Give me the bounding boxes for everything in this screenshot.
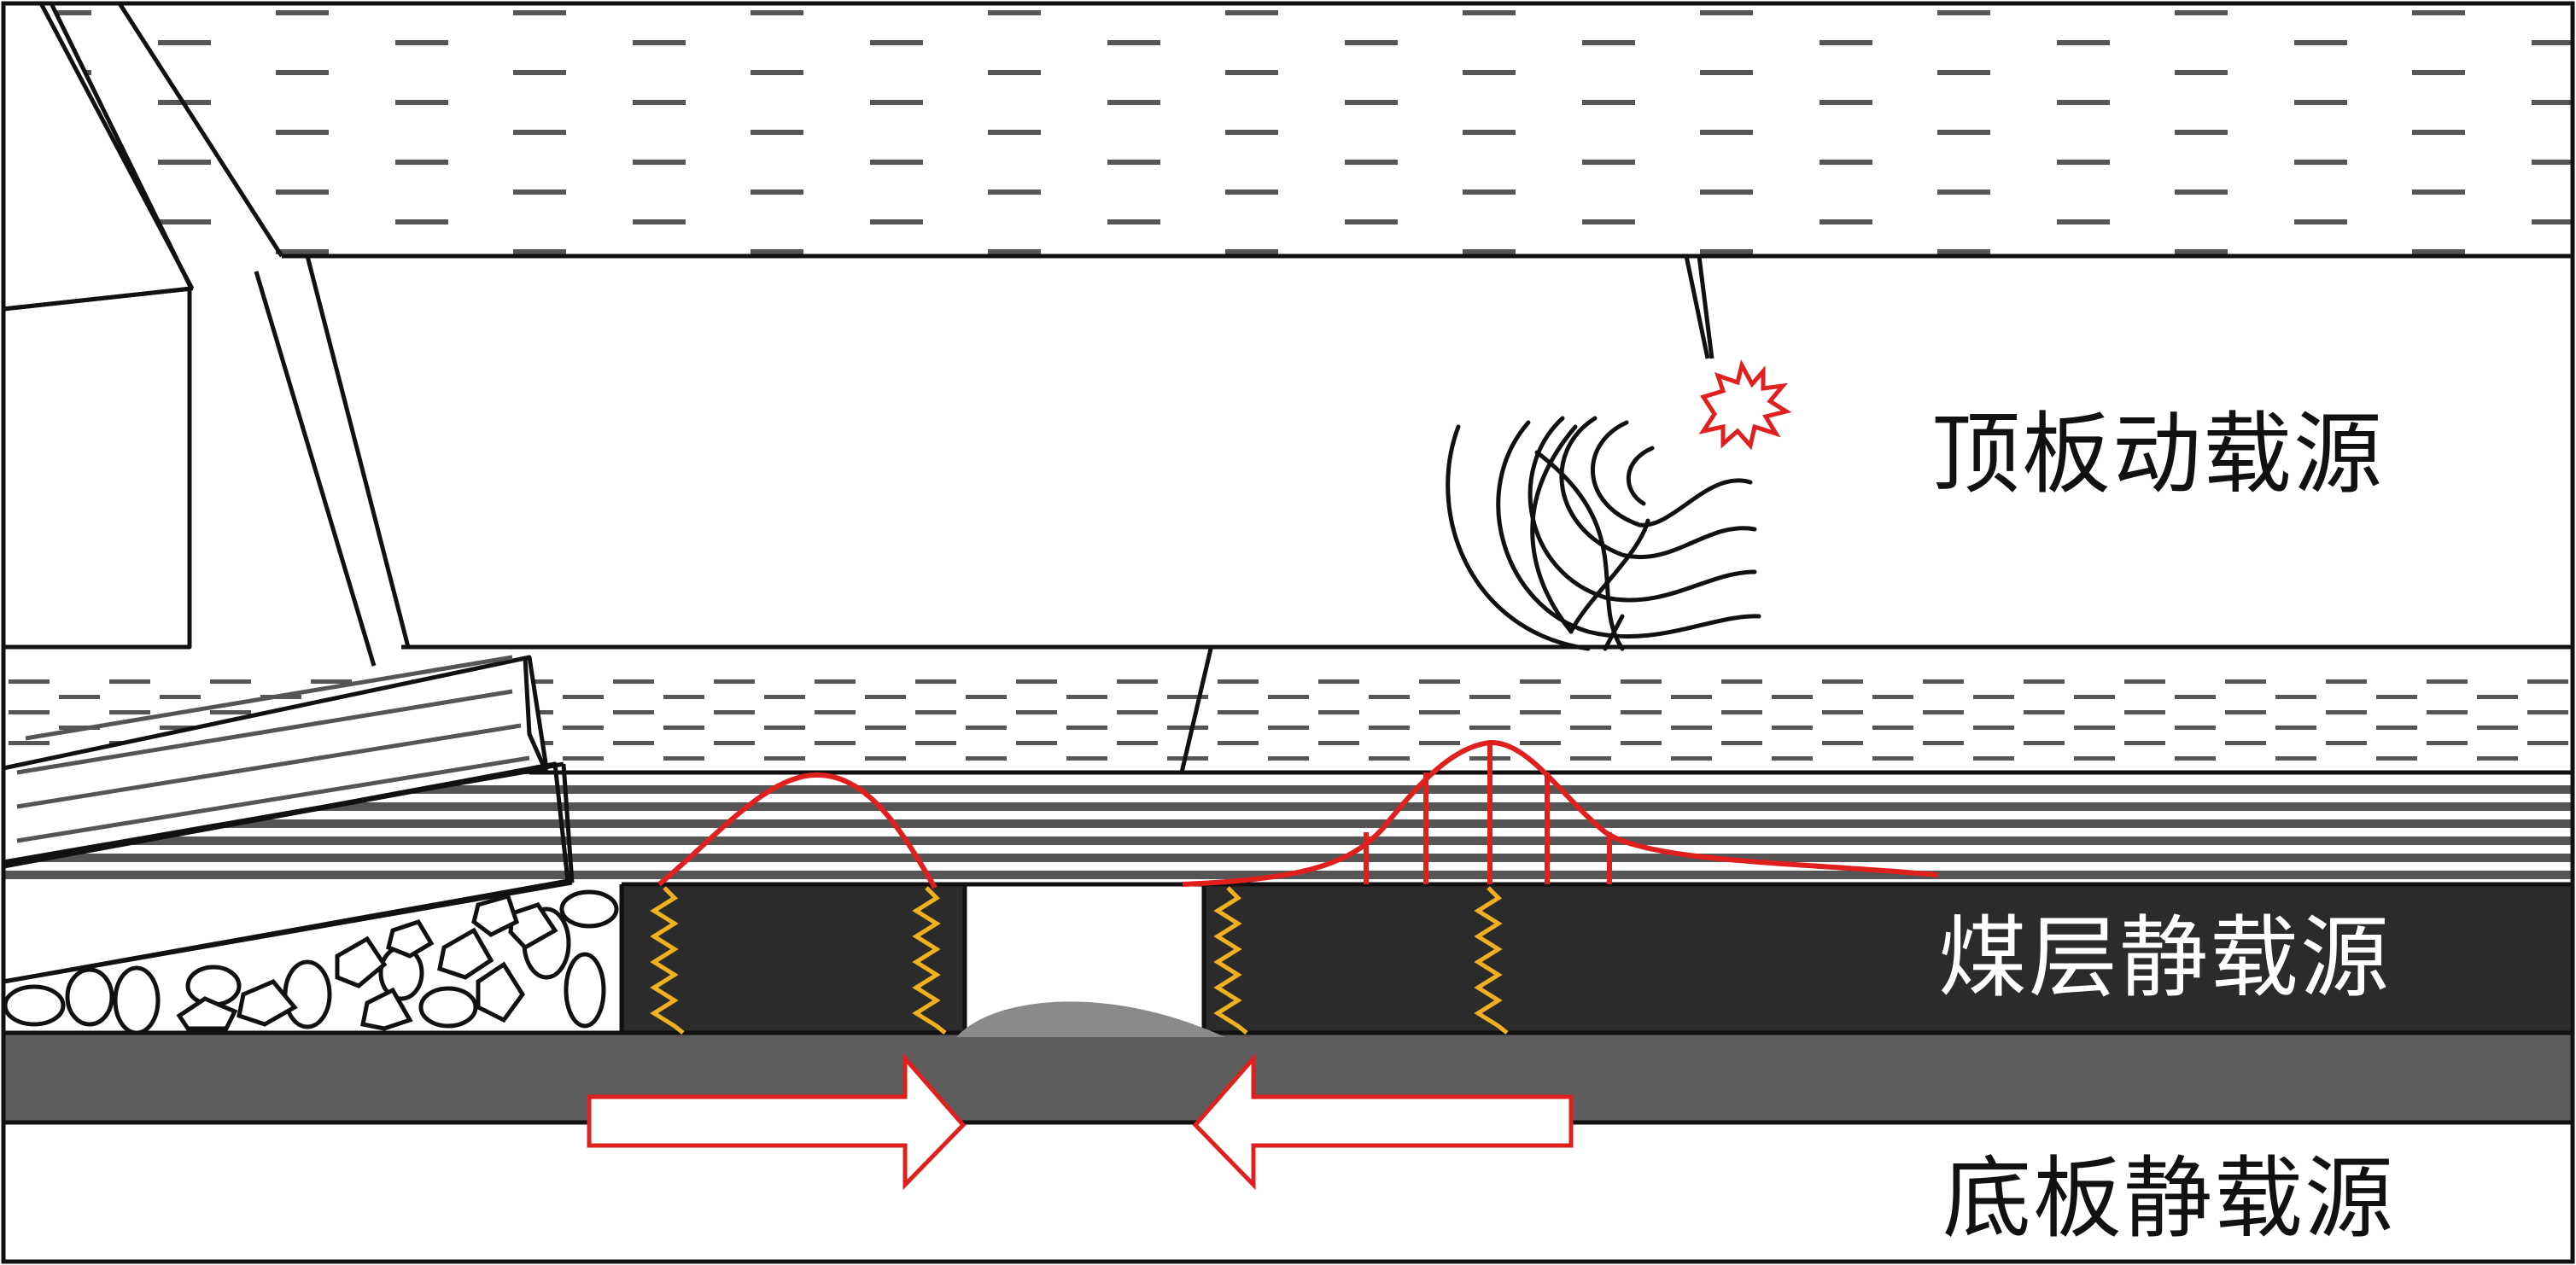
roof-dynamic-load-label: 顶板动载源 (1931, 402, 2385, 506)
left-stress-curve (657, 772, 938, 889)
floor-push-arrows (587, 1052, 1574, 1191)
hollow-arrow-icon (587, 1052, 967, 1191)
false-roof-striped-layer (3, 777, 2573, 884)
spring-icon (1474, 886, 1509, 1035)
coal-support-springs (650, 886, 1509, 1035)
abutment-stress-curves (657, 739, 1939, 889)
burst-star-icon (1698, 359, 1792, 451)
spring-icon (1213, 886, 1248, 1035)
spring-icon (650, 886, 685, 1035)
spring-icon (912, 886, 947, 1035)
floor-static-load-label: 底板静载源 (1942, 1146, 2396, 1250)
caved-block-dashes (16, 655, 530, 843)
right-stress-curve (1182, 739, 1939, 887)
coal-seam (622, 884, 2573, 1033)
floor-heave (956, 1001, 1225, 1037)
upper-roof-dash-pattern (3, 7, 2573, 263)
wave-front-icon (1446, 416, 1761, 651)
hollow-arrow-icon (1192, 1052, 1574, 1191)
coal-seam-static-load-label: 煤层静载源 (1938, 906, 2392, 1010)
main-roof-stratum (3, 256, 2573, 649)
rubble-stones (3, 889, 619, 1035)
